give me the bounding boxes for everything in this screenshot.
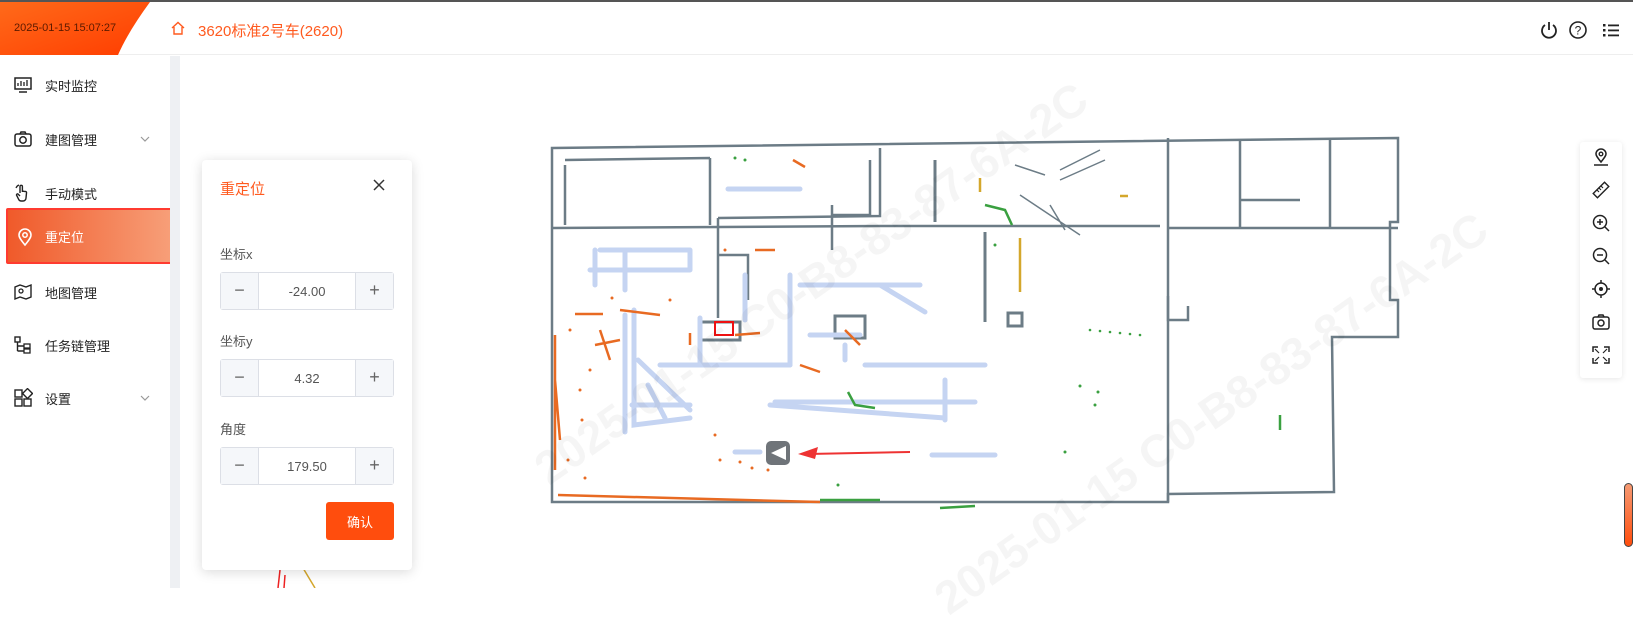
ruler-icon[interactable] — [1590, 179, 1612, 201]
chevron-down-icon — [140, 136, 150, 142]
angle-input[interactable] — [260, 448, 354, 484]
occupancy-map[interactable] — [180, 56, 1633, 588]
x-decrement-button[interactable]: − — [221, 273, 259, 309]
settings-grid-icon — [14, 388, 33, 407]
camera-snapshot-icon[interactable] — [1590, 311, 1612, 333]
angle-increment-button[interactable]: + — [355, 448, 393, 484]
map-canvas[interactable]: 2025-01-15 C0-B8-83-87-6A-2C 2025-01-15 … — [180, 56, 1633, 624]
sidebar-item-mapping[interactable]: 建图管理 — [0, 112, 170, 166]
scrollbar-thumb[interactable] — [1624, 483, 1633, 547]
x-increment-button[interactable]: + — [355, 273, 393, 309]
sidebar-item-label: 任务链管理 — [45, 338, 111, 354]
task-chain-icon — [14, 336, 31, 354]
svg-text:?: ? — [1575, 24, 1582, 38]
top-border — [0, 0, 1633, 2]
header: 2025-01-15 15:07:27 3620标准2号车(2620) ? — [0, 2, 1633, 55]
zoom-out-icon[interactable] — [1590, 245, 1612, 267]
confirm-button[interactable]: 确认 — [326, 502, 394, 540]
power-icon[interactable] — [1539, 20, 1559, 40]
sidebar-item-label: 建图管理 — [45, 132, 98, 148]
datetime-text: 2025-01-15 15:07:27 — [14, 22, 117, 34]
relocate-panel: 重定位 坐标x − + 坐标y − + 角度 − + 确认 — [202, 160, 412, 570]
list-menu-icon[interactable] — [1601, 20, 1621, 40]
home-icon[interactable] — [170, 20, 186, 36]
map-icon — [14, 283, 32, 301]
y-increment-button[interactable]: + — [355, 360, 393, 396]
sidebar-item-label: 重定位 — [45, 229, 85, 245]
sidebar-item-manual-mode[interactable]: 手动模式 — [0, 166, 170, 220]
datetime-badge: 2025-01-15 15:07:27 — [0, 2, 156, 55]
sidebar-item-task-chain[interactable]: 任务链管理 — [0, 318, 170, 372]
angle-decrement-button[interactable]: − — [221, 448, 259, 484]
location-pin-icon — [18, 228, 32, 247]
x-coordinate-input[interactable] — [260, 273, 354, 309]
badge-background — [0, 2, 150, 55]
chevron-down-icon — [140, 395, 150, 401]
sidebar-item-relocate[interactable]: 重定位 — [6, 208, 176, 264]
camera-icon — [14, 131, 32, 147]
y-coordinate-input[interactable] — [260, 360, 354, 396]
sidebar-item-realtime-monitor[interactable]: 实时监控 — [0, 58, 170, 112]
map-toolbar — [1580, 142, 1622, 378]
angle-label: 角度 — [220, 422, 247, 437]
zoom-in-icon[interactable] — [1590, 212, 1612, 234]
x-coordinate-label: 坐标x — [220, 247, 253, 262]
y-coordinate-stepper: − + — [220, 359, 394, 397]
y-coordinate-label: 坐标y — [220, 334, 253, 349]
panel-title: 重定位 — [220, 181, 266, 198]
sidebar-item-map-management[interactable]: 地图管理 — [0, 265, 170, 319]
fullscreen-icon[interactable] — [1590, 344, 1612, 366]
sidebar-item-label: 设置 — [45, 391, 72, 407]
angle-stepper: − + — [220, 447, 394, 485]
sidebar-separator — [170, 56, 180, 588]
sidebar: 实时监控 建图管理 手动模式 重定位 地图管理 — [0, 56, 176, 588]
crosshair-icon[interactable] — [1590, 278, 1612, 300]
help-icon[interactable]: ? — [1568, 20, 1588, 40]
y-decrement-button[interactable]: − — [221, 360, 259, 396]
monitor-icon — [14, 77, 32, 93]
locate-user-icon[interactable] — [1590, 146, 1612, 168]
sidebar-item-settings[interactable]: 设置 — [0, 371, 170, 425]
close-icon[interactable] — [372, 178, 386, 192]
sidebar-item-label: 地图管理 — [45, 285, 98, 301]
vehicle-title: 3620标准2号车(2620) — [198, 23, 344, 40]
hand-icon — [15, 184, 28, 202]
sidebar-item-label: 手动模式 — [45, 186, 98, 202]
x-coordinate-stepper: − + — [220, 272, 394, 310]
sidebar-item-label: 实时监控 — [45, 78, 98, 94]
